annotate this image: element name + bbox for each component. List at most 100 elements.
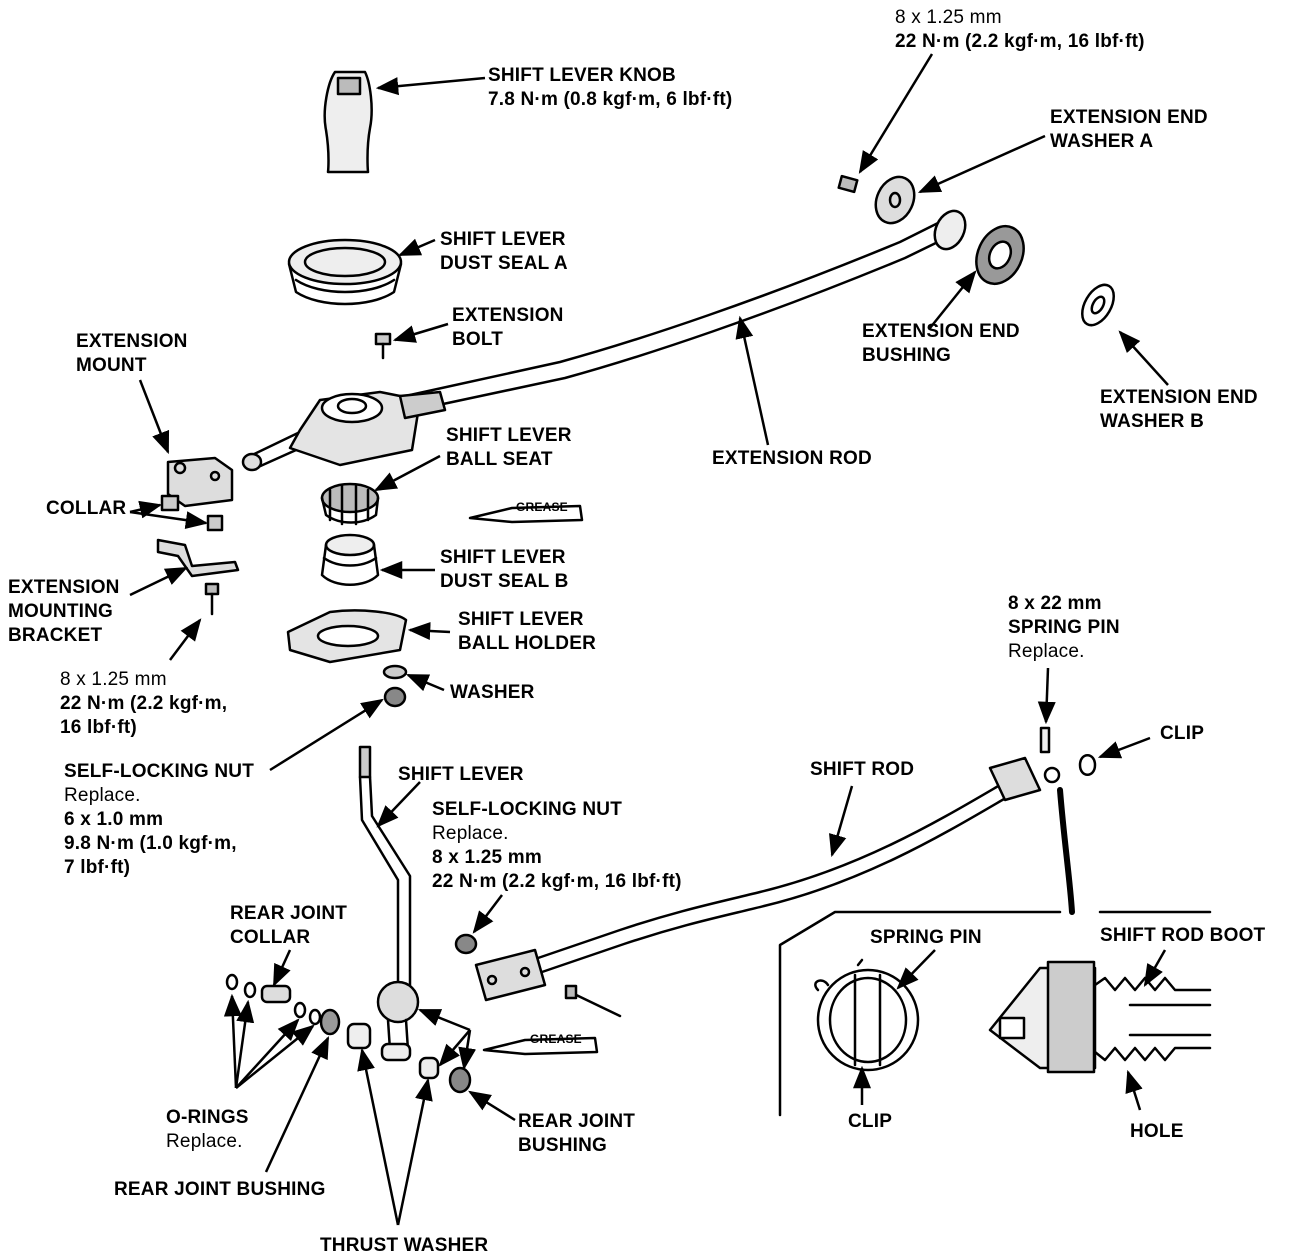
self-locking-nut-mid-label: SELF-LOCKING NUT Replace. 8 x 1.25 mm 22… <box>432 798 682 894</box>
extension-end-bushing-label: EXTENSION END BUSHING <box>862 320 1020 368</box>
spring-pin-name: SPRING PIN <box>1008 617 1120 638</box>
washer-part <box>382 664 408 708</box>
extension-end-washer-a-label: EXTENSION END WASHER A <box>1050 106 1208 154</box>
ext-mount-line2: MOUNT <box>76 355 147 376</box>
ext-mount-line1: EXTENSION <box>76 331 188 352</box>
dust-seal-a-line1: SHIFT LEVER <box>440 229 566 250</box>
spring-pin-size: 8 x 22 mm <box>1008 593 1102 614</box>
ball-seat-line2: BALL SEAT <box>446 449 553 470</box>
grease-label-upper: GREASE <box>516 500 568 514</box>
rj-bushing-right-line1: REAR JOINT <box>518 1111 636 1132</box>
top-bolt-torque: 22 N·m (2.2 kgf·m, 16 lbf·ft) <box>895 31 1145 52</box>
washer-a-line2: WASHER A <box>1050 131 1154 152</box>
shift-rod-boot-label: SHIFT ROD BOOT <box>1100 925 1266 946</box>
thrust-washer-label: THRUST WASHER <box>320 1235 489 1256</box>
detail-clip-label: CLIP <box>848 1111 893 1132</box>
end-bushing-line2: BUSHING <box>862 345 952 366</box>
bracket-line3: BRACKET <box>8 625 103 646</box>
extension-mounting-bracket-part <box>156 538 240 616</box>
dust-seal-a-label: SHIFT LEVER DUST SEAL A <box>440 228 568 276</box>
detail-hole-label: HOLE <box>1130 1121 1184 1142</box>
bracket-line1: EXTENSION <box>8 577 120 598</box>
ext-bolt-line2: BOLT <box>452 329 504 350</box>
bracket-bolt-torque: 22 N·m (2.2 kgf·m, <box>60 693 228 714</box>
ball-seat-part <box>320 482 380 526</box>
washer-label: WASHER <box>450 682 535 703</box>
nut-left-name: SELF-LOCKING NUT <box>64 761 255 782</box>
washer-b-line2: WASHER B <box>1100 411 1204 432</box>
nut-left-size: 6 x 1.0 mm <box>64 809 164 830</box>
extension-mount-part <box>166 456 234 508</box>
extension-end-washer-b-label: EXTENSION END WASHER B <box>1100 386 1258 434</box>
ball-holder-line1: SHIFT LEVER <box>458 609 584 630</box>
dust-seal-b-line1: SHIFT LEVER <box>440 547 566 568</box>
detail-inset-frame <box>778 787 1212 1117</box>
dust-seal-b-line2: DUST SEAL B <box>440 571 569 592</box>
shift-rod-part <box>474 726 1097 1002</box>
grease-tube-parts <box>468 504 599 1056</box>
nut-mid-torque: 22 N·m (2.2 kgf·m, 16 lbf·ft) <box>432 871 682 892</box>
rj-collar-line2: COLLAR <box>230 927 311 948</box>
nut-mid-note: Replace. <box>432 823 509 844</box>
rj-collar-line1: REAR JOINT <box>230 903 348 924</box>
ball-holder-part <box>286 609 408 664</box>
bracket-bolt-spec: 8 x 1.25 mm 22 N·m (2.2 kgf·m, 16 lbf·ft… <box>60 668 227 740</box>
dust-seal-b-label: SHIFT LEVER DUST SEAL B <box>440 546 569 594</box>
ball-holder-line2: BALL HOLDER <box>458 633 597 654</box>
shift-lever-label: SHIFT LEVER <box>398 764 524 785</box>
self-locking-nut-part <box>454 933 478 955</box>
shift-lever-knob-part <box>323 70 373 174</box>
o-rings-label: O-RINGS Replace. <box>166 1106 249 1154</box>
extension-mount-label: EXTENSION MOUNT <box>76 330 188 378</box>
o-rings-note: Replace. <box>166 1131 243 1152</box>
extension-end-hardware <box>837 174 1115 327</box>
detail-shift-rod-boot <box>988 960 1212 1074</box>
ball-holder-label: SHIFT LEVER BALL HOLDER <box>458 608 596 656</box>
ext-bolt-line1: EXTENSION <box>452 305 564 326</box>
top-bolt-size: 8 x 1.25 mm <box>895 7 1002 28</box>
leader-arrows <box>129 53 1169 1226</box>
spring-pin-spec: 8 x 22 mm SPRING PIN Replace. <box>1008 592 1120 664</box>
self-locking-nut-left-label: SELF-LOCKING NUT Replace. 6 x 1.0 mm 9.8… <box>64 760 254 880</box>
collar-label: COLLAR <box>46 498 127 519</box>
rear-joint-bushing-left-label: REAR JOINT BUSHING <box>114 1179 326 1200</box>
rear-joint-bushing-right-label: REAR JOINT BUSHING <box>518 1110 635 1158</box>
dust-seal-b-part <box>320 533 380 586</box>
extension-bolt-label: EXTENSION BOLT <box>452 304 564 352</box>
shift-lever-part <box>358 745 420 1062</box>
extension-bolt-part <box>374 332 392 360</box>
washer-a-line1: EXTENSION END <box>1050 107 1208 128</box>
nut-mid-size: 8 x 1.25 mm <box>432 847 542 868</box>
dust-seal-a-part <box>287 238 403 306</box>
top-bolt-spec: 8 x 1.25 mm 22 N·m (2.2 kgf·m, 16 lbf·ft… <box>895 6 1145 54</box>
grease-label-lower: GREASE <box>530 1032 582 1046</box>
washer-b-line1: EXTENSION END <box>1100 387 1258 408</box>
nut-left-note: Replace. <box>64 785 141 806</box>
rear-joint-parts <box>225 973 472 1094</box>
rj-bushing-right-line2: BUSHING <box>518 1135 608 1156</box>
nut-left-torque-cont: 7 lbf·ft) <box>64 857 131 878</box>
extension-rod-part <box>241 220 944 472</box>
end-bushing-line1: EXTENSION END <box>862 321 1020 342</box>
nut-mid-name: SELF-LOCKING NUT <box>432 799 623 820</box>
bracket-bolt-size: 8 x 1.25 mm <box>60 669 167 690</box>
ball-seat-label: SHIFT LEVER BALL SEAT <box>446 424 572 472</box>
ball-seat-line1: SHIFT LEVER <box>446 425 572 446</box>
knob-torque: 7.8 N·m (0.8 kgf·m, 6 lbf·ft) <box>488 89 733 110</box>
pivot-bolt-part <box>568 990 622 1018</box>
detail-spring-pin-clip <box>814 958 920 1072</box>
extension-rod-label: EXTENSION ROD <box>712 448 872 469</box>
dust-seal-a-line2: DUST SEAL A <box>440 253 568 274</box>
bracket-line2: MOUNTING <box>8 601 114 622</box>
extension-mounting-bracket-label: EXTENSION MOUNTING BRACKET <box>8 576 120 648</box>
shift-rod-label: SHIFT ROD <box>810 759 915 780</box>
shift-lever-knob-label: SHIFT LEVER KNOB 7.8 N·m (0.8 kgf·m, 6 l… <box>488 64 732 112</box>
rear-joint-collar-label: REAR JOINT COLLAR <box>230 902 347 950</box>
knob-name: SHIFT LEVER KNOB <box>488 65 676 86</box>
spring-pin-note: Replace. <box>1008 641 1085 662</box>
clip-label: CLIP <box>1160 723 1205 744</box>
detail-spring-pin-label: SPRING PIN <box>870 927 982 948</box>
bracket-bolt-torque-cont: 16 lbf·ft) <box>60 717 137 738</box>
